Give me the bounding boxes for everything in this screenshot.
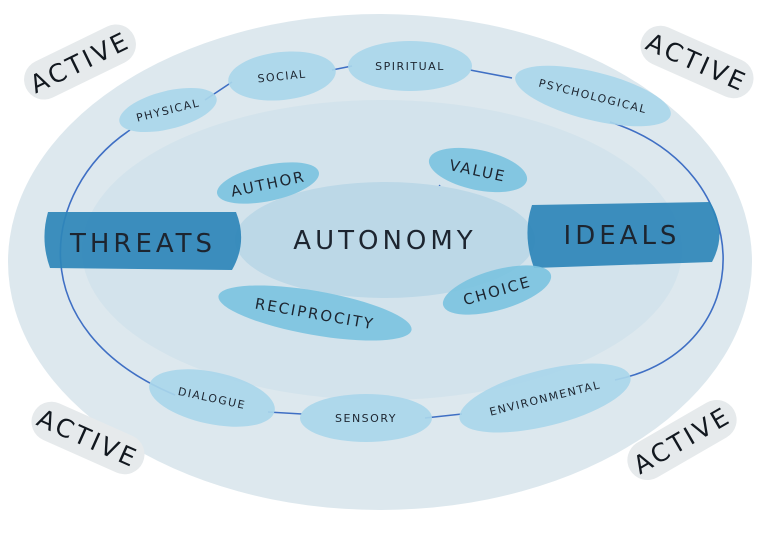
center-label: AUTONOMY [293, 226, 476, 256]
dialogue-node: DIALOGUE [149, 369, 275, 427]
choice-node: CHOICE [442, 265, 552, 315]
environmental-node: ENVIRONMENTAL [459, 363, 631, 433]
spiritual-node: SPIRITUAL [348, 41, 472, 91]
sensory-node: SENSORY [300, 394, 432, 442]
social-node: SOCIAL [228, 51, 336, 101]
threats-node [44, 212, 242, 270]
social-label: SOCIAL [257, 67, 307, 85]
ideals-node [527, 202, 720, 268]
sensory-label: SENSORY [335, 412, 397, 425]
reciprocity-node: RECIPROCITY [218, 285, 412, 341]
center-node [235, 182, 535, 298]
spiritual-label: SPIRITUAL [375, 60, 445, 73]
active-top-right: ACTIVE [640, 25, 754, 99]
ideals-label: IDEALS [564, 221, 681, 251]
physical-node: PHYSICAL [119, 87, 217, 133]
value-node: VALUE [428, 147, 528, 193]
threats-label: THREATS [69, 229, 216, 259]
